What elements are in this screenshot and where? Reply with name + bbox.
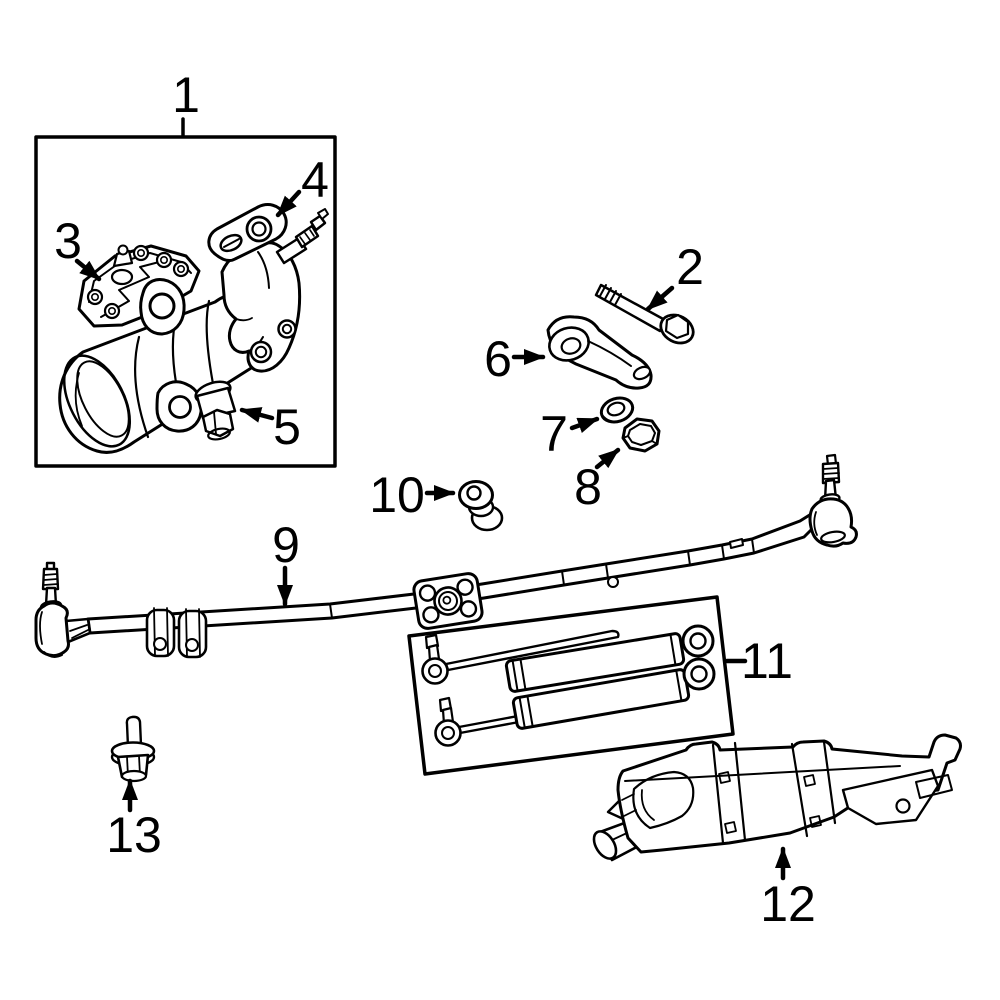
callout-2: 2 xyxy=(645,239,704,312)
callout-13-label: 13 xyxy=(106,807,162,863)
pitman-arm xyxy=(546,315,653,390)
callout-12: 12 xyxy=(760,846,816,932)
damper-body-a xyxy=(504,632,686,693)
callout-9: 9 xyxy=(272,517,300,607)
callout-5-label: 5 xyxy=(273,399,301,455)
callout-7-label: 7 xyxy=(540,406,568,462)
washer xyxy=(599,396,635,424)
flange-bolt xyxy=(110,715,156,783)
callout-9-label: 9 xyxy=(272,517,300,573)
callout-6: 6 xyxy=(484,331,546,387)
link-clamp xyxy=(177,608,208,659)
callout-12-label: 12 xyxy=(760,876,816,932)
mounting-bolt xyxy=(594,283,695,345)
grommet xyxy=(458,480,504,532)
nut xyxy=(621,417,661,453)
skid-plate xyxy=(592,733,962,862)
sector-shaft-nut xyxy=(194,380,237,441)
damper-rod-a xyxy=(421,629,620,685)
damper-rod-b xyxy=(434,696,521,747)
callout-3-arrow xyxy=(74,258,102,282)
valve-cover xyxy=(77,244,201,328)
input-shaft xyxy=(275,208,329,265)
callout-7: 7 xyxy=(540,406,600,462)
steering-gear xyxy=(58,203,329,454)
callout-3: 3 xyxy=(54,213,102,282)
callout-2-label: 2 xyxy=(676,239,704,295)
callout-11: 11 xyxy=(724,633,793,689)
callout-1-label: 1 xyxy=(172,67,200,123)
callout-13: 13 xyxy=(106,778,162,863)
callout-10-label: 10 xyxy=(369,467,425,523)
tie-rod-end-right xyxy=(808,453,858,548)
callout-2-arrow xyxy=(645,285,675,312)
callout-5-arrow xyxy=(239,407,275,423)
steering-gear-box xyxy=(34,117,337,468)
callout-8: 8 xyxy=(574,447,621,515)
callout-4-arrow xyxy=(275,189,302,218)
callout-7-arrow xyxy=(569,416,600,433)
callout-8-arrow xyxy=(594,447,621,470)
callout-4: 4 xyxy=(275,152,329,218)
drag-link xyxy=(34,453,858,659)
callout-11-label: 11 xyxy=(741,633,793,689)
link-clamp xyxy=(145,607,176,658)
tie-rod-end-left xyxy=(34,561,70,658)
damper-bracket xyxy=(412,572,484,630)
callout-5: 5 xyxy=(239,399,301,455)
callout-1: 1 xyxy=(172,67,200,123)
callout-4-label: 4 xyxy=(301,152,329,208)
damper-kit-box xyxy=(407,595,735,776)
callout-6-label: 6 xyxy=(484,331,512,387)
callout-10: 10 xyxy=(369,467,456,523)
